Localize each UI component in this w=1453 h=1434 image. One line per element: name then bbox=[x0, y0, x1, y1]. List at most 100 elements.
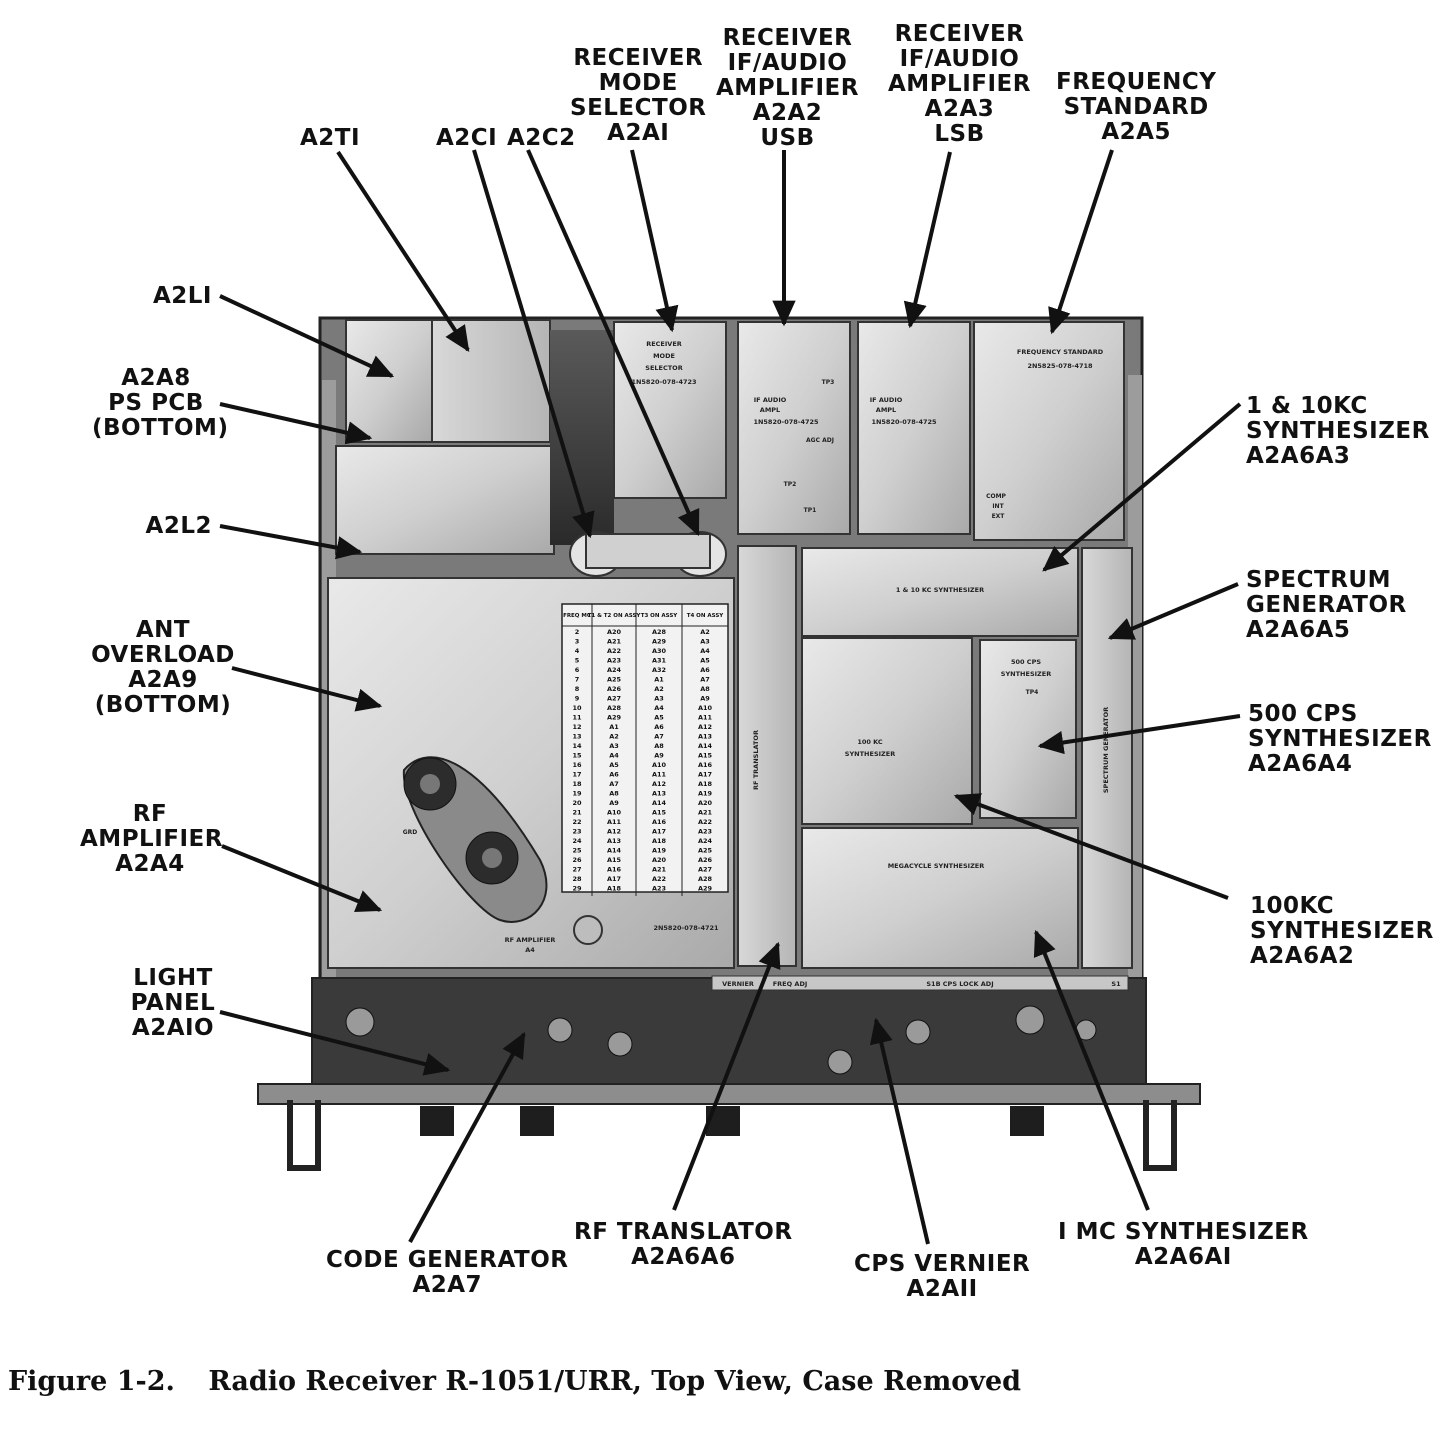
label-a2l2-line: A2L2 bbox=[145, 513, 212, 539]
label-if-lsb-l5: LSB bbox=[934, 121, 985, 147]
label-100kc-l3: A2A6A2 bbox=[1250, 943, 1355, 969]
label-code-gen: CODE GENERATOR A2A7 bbox=[326, 1248, 568, 1298]
leader-a2a8 bbox=[219, 402, 373, 445]
table-cell: A31 bbox=[652, 657, 667, 665]
label-100kc-l1: 100KC bbox=[1250, 893, 1335, 919]
table-cell: A23 bbox=[607, 657, 621, 665]
table-cell: A19 bbox=[698, 790, 713, 798]
label-a2t1-line: A2TI bbox=[300, 125, 361, 151]
table-cell: 5 bbox=[575, 657, 580, 665]
rf-amp-plate-2: A4 bbox=[525, 946, 535, 954]
table-cell: A16 bbox=[652, 818, 667, 826]
table-cell: A5 bbox=[654, 714, 664, 722]
label-spectrum: SPECTRUM GENERATOR A2A6A5 bbox=[1246, 568, 1407, 643]
table-cell: A1 bbox=[609, 723, 619, 731]
tp-label-2: TP2 bbox=[784, 481, 797, 488]
rf-translator-plate: RF TRANSLATOR bbox=[752, 730, 760, 790]
table-cell: 11 bbox=[572, 714, 582, 722]
label-mode-selector-l3: SELECTOR bbox=[570, 95, 707, 121]
table-cell: 23 bbox=[572, 828, 581, 836]
agc-label: AGC ADJ bbox=[806, 437, 834, 444]
table-cell: A5 bbox=[700, 657, 710, 665]
label-cps-vernier-l1: CPS VERNIER bbox=[854, 1251, 1031, 1277]
table-header-cell: T3 ON ASSY bbox=[641, 613, 679, 619]
table-cell: A11 bbox=[652, 771, 667, 779]
a2a3-if-lsb bbox=[857, 321, 971, 535]
label-mode-selector-l2: MODE bbox=[598, 70, 678, 96]
label-1mc-l1: I MC SYNTHESIZER bbox=[1058, 1219, 1309, 1245]
a2a6a6-rf-translator-strip bbox=[737, 545, 797, 967]
table-cell: A3 bbox=[654, 695, 664, 703]
table-cell: 20 bbox=[572, 799, 582, 807]
label-freq-std-l3: A2A5 bbox=[1101, 119, 1171, 145]
table-cell: A18 bbox=[607, 885, 622, 893]
table-cell: 17 bbox=[572, 771, 581, 779]
label-light-l2: PANEL bbox=[130, 990, 216, 1016]
label-a2l1-line: A2LI bbox=[152, 283, 212, 309]
a2a6a3-synth-1-10kc bbox=[801, 547, 1079, 637]
leader-1-10kc bbox=[1042, 402, 1242, 572]
comp-label: COMP bbox=[986, 493, 1006, 500]
table-cell: A10 bbox=[698, 704, 713, 712]
front-panel-knobs bbox=[420, 1106, 1044, 1136]
label-ant-l2: OVERLOAD bbox=[91, 642, 235, 668]
mode-selector-plate-3: SELECTOR bbox=[645, 364, 682, 372]
table-cell: A7 bbox=[700, 676, 710, 684]
vernier-strip bbox=[711, 975, 1129, 991]
label-ant-l4: (BOTTOM) bbox=[94, 692, 232, 718]
label-if-lsb-l4: A2A3 bbox=[924, 96, 995, 122]
table-cell: A21 bbox=[652, 866, 667, 874]
table-cell: A6 bbox=[609, 771, 619, 779]
a2a6a1-mc-synth bbox=[801, 827, 1079, 969]
table-cell: A12 bbox=[652, 780, 666, 788]
label-spectrum-l1: SPECTRUM bbox=[1246, 567, 1391, 593]
table-cell: A23 bbox=[698, 828, 712, 836]
table-cell: A26 bbox=[698, 856, 713, 864]
table-cell: A11 bbox=[698, 714, 713, 722]
leader-a2l1 bbox=[219, 294, 395, 378]
table-cell: A14 bbox=[698, 742, 713, 750]
label-code-gen-l2: A2A7 bbox=[412, 1272, 483, 1298]
table-cell: A4 bbox=[609, 752, 619, 760]
label-light-l1: LIGHT bbox=[133, 965, 213, 991]
table-cell: A6 bbox=[654, 723, 664, 731]
table-cell: A5 bbox=[609, 761, 619, 769]
label-ant-l3: A2A9 bbox=[128, 667, 198, 693]
mode-selector-plate-2: MODE bbox=[653, 352, 675, 360]
if-usb-plate-3: 1N5820-078-4725 bbox=[753, 418, 819, 426]
if-lsb-plate-3: 1N5820-078-4725 bbox=[871, 418, 937, 426]
table-cell: 7 bbox=[575, 676, 580, 684]
label-a2c1: A2CI bbox=[436, 126, 497, 151]
a2a6a2-synth-100kc bbox=[801, 637, 973, 825]
label-if-usb-l2: IF/AUDIO bbox=[727, 50, 848, 76]
table-cell: A3 bbox=[609, 742, 619, 750]
table-header-cell: T4 ON ASSY bbox=[687, 613, 725, 619]
vernier-strip-1: VERNIER bbox=[722, 980, 754, 988]
leader-1mc bbox=[1033, 929, 1150, 1211]
label-spectrum-l3: A2A6A5 bbox=[1246, 617, 1351, 643]
label-ant-overload: ANT OVERLOAD A2A9 (BOTTOM) bbox=[90, 618, 236, 718]
leader-a2t1 bbox=[336, 150, 470, 352]
label-freq-std-l1: FREQUENCY bbox=[1056, 69, 1217, 95]
label-1-10kc-l2: SYNTHESIZER bbox=[1246, 418, 1430, 444]
leader-a2c2 bbox=[526, 149, 700, 537]
table-cell: 2 bbox=[575, 628, 580, 636]
table-cell: 14 bbox=[572, 742, 582, 750]
label-a2a8-l2: PS PCB bbox=[108, 390, 204, 416]
table-cell: A15 bbox=[607, 856, 622, 864]
table-cell: A17 bbox=[652, 828, 666, 836]
rf-amp-tube-assembly bbox=[402, 756, 548, 923]
ext-label: EXT bbox=[992, 513, 1006, 520]
handle-right bbox=[1143, 1100, 1177, 1171]
label-if-usb-l3: AMPLIFIER bbox=[716, 75, 859, 101]
label-a2t1: A2TI bbox=[300, 126, 360, 151]
table-cell: 16 bbox=[572, 761, 582, 769]
table-cell: A27 bbox=[698, 866, 712, 874]
table-cell: A25 bbox=[607, 676, 622, 684]
tp-label-3: TP3 bbox=[822, 379, 835, 386]
figure-title: Radio Receiver R-1051/URR, Top View, Cas… bbox=[208, 1366, 1022, 1397]
if-usb-plate-2: AMPL bbox=[760, 406, 780, 414]
table-cell: A7 bbox=[654, 733, 664, 741]
table-cell: 28 bbox=[572, 875, 582, 883]
